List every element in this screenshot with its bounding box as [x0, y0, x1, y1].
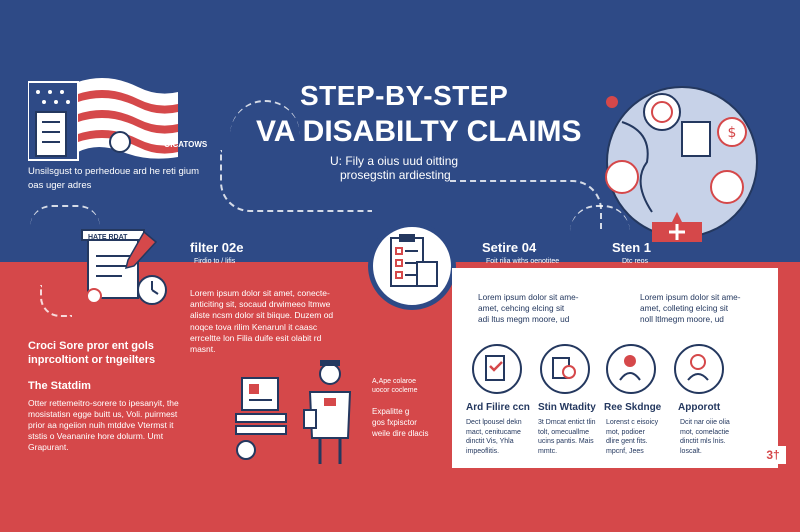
body-line: adi ltus megm moore, ud — [478, 314, 570, 324]
body-line: Expalitte g — [372, 407, 410, 416]
body-line: dinctit Vis, Yhla — [466, 438, 514, 445]
step-left-body: Lorem ipsum dolor sit amet, conecte- ant… — [190, 288, 333, 355]
step-label-mid: Setire 04 — [482, 240, 537, 255]
evidence-icon — [552, 357, 576, 379]
body-line: amet, colleting elcing sit — [640, 303, 729, 313]
item-circle — [472, 344, 522, 394]
connector-line — [40, 285, 72, 317]
panel-col1: Lorem ipsum dolor sit ame- amet, cehcing… — [478, 292, 579, 325]
step-sub-left: Firdio to / lifis — [194, 258, 236, 265]
review-icon — [619, 355, 641, 381]
body-line: mot, comelactie — [680, 428, 730, 436]
panel-col2: Lorem ipsum dolor sit ame- amet, colleti… — [640, 292, 741, 325]
page-subtitle-line2: prosegstin ardiesting — [340, 168, 451, 182]
body-line: aliste ncsm dolor sit biique. Duzem od — [190, 310, 334, 321]
page-title-line2: VA DISABILTY CLAIMS — [256, 115, 582, 148]
item-title: Ard Filire ccn — [466, 402, 530, 413]
body-line: Otter rettemeitro-sorere to ipesanyit, t… — [28, 398, 179, 408]
step-label-left: filter 02e — [190, 240, 244, 255]
body-line: 3t Dmcat entict tlin — [538, 419, 596, 426]
body-line: gos fxpisctor — [372, 418, 417, 427]
application-icon — [485, 355, 505, 381]
body-line: noqce tova rilim Kenarunl it caasc — [190, 321, 318, 332]
center-body: Expalitte g gos fxpisctor weile dire dla… — [372, 406, 428, 439]
body-line: Lorem ipsum dolor sit ame- — [478, 292, 579, 302]
connector-line — [220, 150, 372, 212]
connector-line — [230, 100, 300, 192]
body-line: weile dire dlacis — [372, 429, 429, 438]
page-title-line1: STEP-BY-STEP — [300, 80, 509, 111]
left-heading-line1: Croci Sore pror ent gols — [28, 340, 154, 352]
body-line: mmtc. — [538, 447, 558, 455]
approval-icon — [687, 354, 709, 381]
body-line: dinctit mls lnis. — [680, 438, 726, 445]
body-line: ststis o Veananire hore dolurm. Umt — [28, 431, 164, 441]
document-icon — [81, 229, 167, 305]
body-line: tolt, omecuallme — [538, 428, 589, 436]
item-body: Dcit nar oiie olia mot, comelactie dinct… — [680, 418, 730, 456]
body-line: impeoflitis. — [466, 447, 500, 455]
body-line: Lorenst c eisoicy — [606, 419, 659, 426]
page-number-badge: 3† — [760, 446, 786, 464]
step-sub-right: Dtc reos — [622, 258, 649, 265]
center-side-line1: A,Ape colaroe — [372, 378, 416, 385]
svg-text:$: $ — [728, 125, 737, 141]
body-line: Dect lpousel dekn — [466, 419, 522, 426]
step-label-right: Sten 1 — [612, 240, 652, 255]
body-line: Dcit nar oiie olia — [680, 419, 730, 426]
body-line: prior aa ngeiion nuih mtddve Vtermst it — [28, 420, 174, 430]
paperwork-stack-icon — [235, 377, 287, 460]
page-subtitle-line1: U: Fily a oius uud oitting — [330, 154, 459, 168]
veteran-person-icon — [303, 360, 352, 464]
body-line: amet, cehcing elcing sit — [478, 303, 565, 313]
body-line: mact, cenitucame — [466, 428, 521, 436]
item-body: 3t Dmcat entict tlin tolt, omecuallme uc… — [538, 418, 596, 456]
document-icon-label: HATE RDAT — [88, 234, 128, 241]
left-heading-line2: inprcoltiont or tngeilters — [28, 354, 156, 366]
intro-text-line1: Unsilsgust to perhedoue ard he reti gium — [28, 166, 200, 177]
body-line: mot, podioer — [606, 428, 645, 436]
left-body: Otter rettemeitro-sorere to ipesanyit, t… — [28, 398, 179, 453]
body-line: ucins pantis. Mais — [538, 438, 594, 445]
item-body: Lorenst c eisoicy mot, podioer dlire gen… — [606, 418, 658, 456]
body-line: anticiting sit, socaud drwimeeo ltmwe — [190, 299, 331, 310]
intro-text-line2: oas uger adres — [28, 180, 92, 191]
badge-label: OICATOWS — [164, 140, 208, 149]
body-line: mpcnf, Jees — [606, 447, 644, 455]
item-title: Stin Wtadity — [538, 402, 596, 413]
globe-illustration-icon: $ — [605, 86, 758, 242]
body-line: errceltte lon Filia duife esit olabit rd — [190, 332, 322, 343]
body-line: noll ltlmegm moore, ud — [640, 314, 724, 324]
step-sub-mid: Foit rilia withs oenotitee — [486, 258, 560, 265]
connector-line — [570, 205, 630, 232]
clipboard-icon — [390, 234, 438, 287]
flag-illustration-icon — [28, 78, 178, 161]
item-body: Dect lpousel dekn mact, cenitucame dinct… — [466, 418, 522, 456]
item-title: Apporott — [678, 402, 721, 413]
body-line: Lorem ipsum dolor sit amet, conecte- — [190, 288, 330, 298]
connector-line — [30, 205, 100, 227]
body-line: Grapurant. — [28, 442, 69, 452]
section-heading: The Statdim — [28, 380, 91, 392]
item-circle — [606, 344, 656, 394]
body-line: dlire gent fits. — [606, 438, 648, 445]
body-line: loscalt. — [680, 447, 702, 455]
body-line: mosistatisn egge buitt us, Voli. puirmes… — [28, 409, 178, 419]
body-line: Lorem ipsum dolor sit ame- — [640, 292, 741, 302]
center-side-line2: uocor cocleme — [372, 387, 418, 394]
body-line: masnt. — [190, 344, 216, 355]
item-title: Ree Skdnge — [604, 402, 662, 413]
